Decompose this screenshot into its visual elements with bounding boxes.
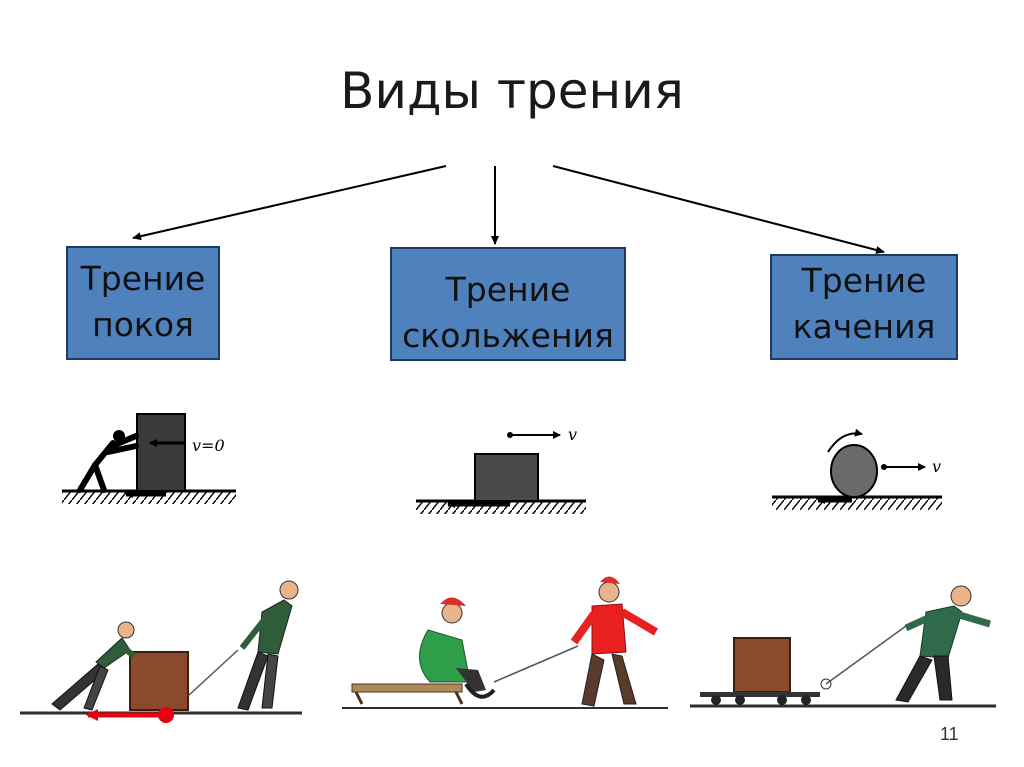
pushing-person-icon	[51, 621, 136, 711]
static-friction-sketch: v=0	[62, 413, 236, 504]
box-label-line2: покоя	[92, 305, 194, 344]
connector-arrow-right	[552, 165, 885, 254]
crate-on-cart	[733, 637, 791, 693]
static-friction-box: Трение покоя	[66, 246, 220, 360]
illustration-sliding	[342, 576, 668, 709]
pushing-person-icon	[77, 430, 139, 493]
slide-title: Виды трения	[340, 62, 684, 120]
velocity-zero-label: v=0	[192, 436, 225, 455]
rolling-friction-box: Трение качения	[770, 254, 958, 360]
child-pulling-icon	[570, 576, 659, 707]
box-label-line2: скольжения	[402, 316, 614, 355]
static-block	[136, 413, 186, 492]
sliding-friction-sketch: v	[416, 425, 586, 514]
rolling-friction-sketch: v	[772, 428, 942, 510]
child-on-sled-icon	[419, 597, 496, 699]
box-label-line2: качения	[792, 307, 936, 346]
crate	[129, 651, 189, 711]
rolling-wheel	[830, 444, 878, 498]
box-label-line1: Трение	[80, 259, 206, 298]
velocity-label: v	[568, 425, 577, 444]
pulling-person-icon	[237, 580, 299, 711]
sliding-friction-box: Трение скольжения	[390, 247, 626, 361]
sliding-block	[474, 453, 539, 502]
pulling-person-icon	[895, 585, 991, 703]
velocity-label: v	[932, 457, 941, 476]
illustration-static	[20, 580, 302, 723]
page-number: 11	[940, 724, 959, 744]
box-label-line1: Трение	[801, 261, 927, 300]
illustration-rolling	[690, 585, 996, 708]
connector-arrow-left	[132, 165, 447, 241]
box-label-line1: Трение	[445, 270, 571, 309]
